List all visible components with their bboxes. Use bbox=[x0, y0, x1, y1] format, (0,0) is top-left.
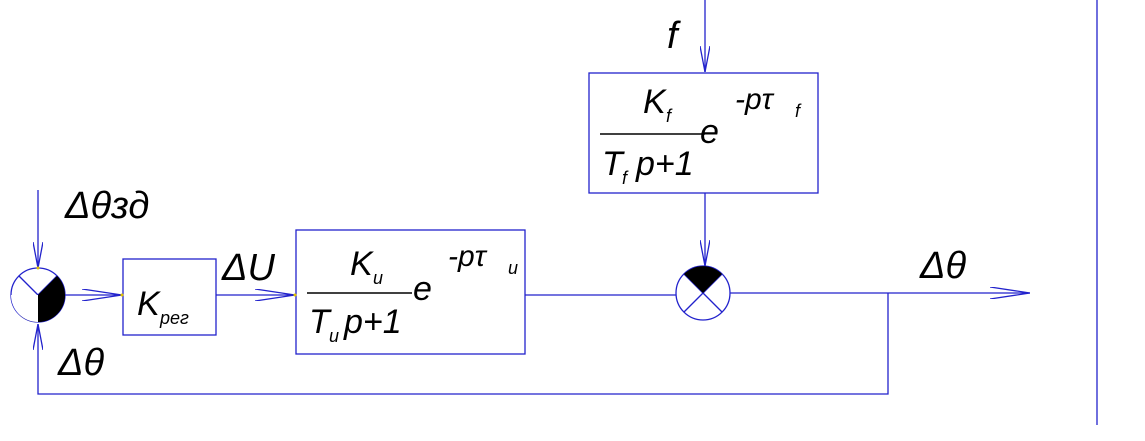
disturbance-numerator-k: K bbox=[643, 83, 667, 121]
plant-denominator-t: T bbox=[309, 303, 332, 341]
connection-dot bbox=[36, 266, 40, 270]
feedback-label: Δθ bbox=[57, 342, 104, 384]
plant-block bbox=[295, 229, 526, 355]
disturbance-exp-sub: f bbox=[795, 101, 802, 121]
disturbance-label: f bbox=[667, 15, 681, 57]
junction2-sector-fill bbox=[684, 266, 722, 293]
output-label: Δθ bbox=[919, 245, 966, 287]
disturbance-denominator-sub: f bbox=[622, 168, 629, 188]
plant-numerator-sub: u bbox=[373, 268, 383, 288]
plant-denominator-sub: u bbox=[329, 326, 339, 346]
plant-exp-base: e bbox=[413, 270, 432, 308]
controller-k: K bbox=[137, 285, 161, 323]
disturbance-exp-base: e bbox=[700, 113, 719, 151]
signal-u-label: ΔU bbox=[221, 247, 275, 289]
plant-denominator-tail: p+1 bbox=[343, 303, 402, 341]
disturbance-block bbox=[588, 72, 819, 194]
summing-junction-input bbox=[10, 267, 66, 323]
junction-sector-fill-2 bbox=[38, 295, 65, 322]
disturbance-exp-power: -pτ bbox=[735, 83, 775, 116]
connection-dot bbox=[120, 293, 124, 297]
controller-k-sub: рег bbox=[159, 308, 189, 328]
plant-exp-sub: u bbox=[508, 258, 518, 278]
connection-dot bbox=[293, 293, 297, 297]
disturbance-numerator-sub: f bbox=[666, 106, 673, 126]
plant-exp-power: -pτ bbox=[448, 240, 488, 273]
disturbance-denominator-tail: p+1 bbox=[635, 145, 694, 183]
input-label: Δθзд bbox=[64, 185, 149, 227]
controller-block bbox=[122, 258, 217, 336]
summing-junction-output bbox=[675, 265, 731, 321]
plant-numerator-k: K bbox=[350, 245, 374, 283]
feedback-path bbox=[38, 293, 889, 395]
disturbance-denominator-t: T bbox=[602, 145, 625, 183]
